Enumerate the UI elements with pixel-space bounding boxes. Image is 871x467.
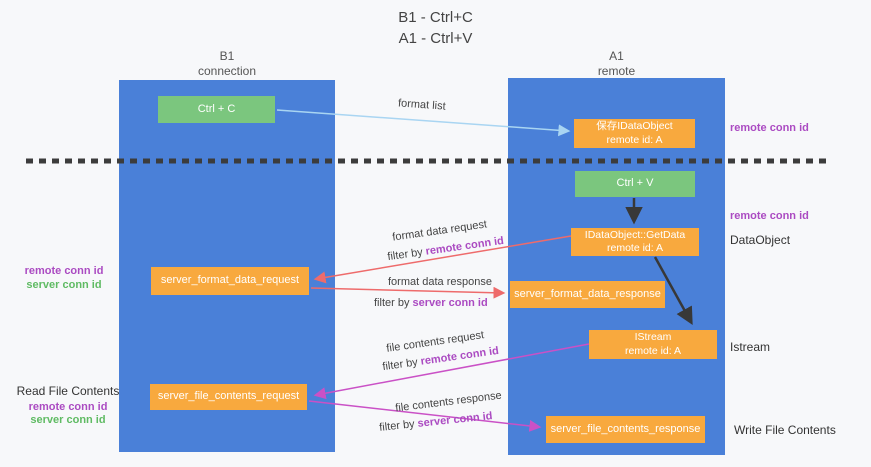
server-file-contents-request-box: server_file_contents_request xyxy=(150,384,307,410)
file-contents-request-arrow xyxy=(313,343,590,400)
lane-b1-name: B1 xyxy=(219,49,235,63)
istream-line1: IStream xyxy=(634,331,672,344)
remote-conn-id-label-mid: remote conn id xyxy=(730,210,809,222)
getdata-box: IDataObject::GetData remote id: A xyxy=(571,228,699,256)
dataobject-label: DataObject xyxy=(730,233,791,247)
format-data-response-arrow xyxy=(310,286,506,299)
getdata-line1: IDataObject::GetData xyxy=(584,228,686,241)
lane-header-b1: B1 connection xyxy=(119,49,335,79)
save-dataobject-line2: remote id: A xyxy=(606,133,663,146)
format-data-request-arrow xyxy=(313,235,572,284)
write-file-contents-label: Write File Contents xyxy=(734,423,836,437)
ctrl-v-label: Ctrl + V xyxy=(616,177,654,190)
server-conn-id-label-left2: server conn id xyxy=(30,414,106,426)
server-format-data-request-box: server_format_data_request xyxy=(151,267,309,295)
lane-a1-role: remote xyxy=(597,64,636,78)
format-data-response-label: format data response xyxy=(388,276,492,288)
lane-b1-role: connection xyxy=(197,64,257,78)
remote-conn-id-label-left2: remote conn id xyxy=(28,401,108,413)
save-dataobject-line1: 保存IDataObject xyxy=(596,120,673,133)
server-format-data-request-label: server_format_data_request xyxy=(160,274,300,287)
ctrl-c-box: Ctrl + C xyxy=(158,96,275,123)
server-file-contents-response-label: server_file_contents_response xyxy=(550,422,701,435)
format-list-arrow xyxy=(276,109,571,137)
getdata-to-istream-arrow xyxy=(653,256,693,326)
lane-header-a1: A1 remote xyxy=(508,49,725,79)
server-format-data-response-label: server_format_data_response xyxy=(514,287,661,300)
ctrl-v-box: Ctrl + V xyxy=(575,171,695,197)
server-file-contents-response-box: server_file_contents_response xyxy=(546,416,705,443)
remote-conn-id-label-left1: remote conn id xyxy=(24,265,104,277)
getdata-line2: remote id: A xyxy=(606,242,664,254)
file-contents-response-arrow xyxy=(308,400,542,432)
diagram-title: B1 - Ctrl+C A1 - Ctrl+V xyxy=(0,7,871,49)
istream-label: Istream xyxy=(730,340,771,354)
remote-conn-id-label-top: remote conn id xyxy=(730,122,809,134)
server-file-contents-request-label: server_file_contents_request xyxy=(157,390,300,403)
istream-line2: remote id: A xyxy=(624,344,682,357)
title-line-2: A1 - Ctrl+V xyxy=(398,30,473,47)
filter-by-text: filter by xyxy=(374,297,413,309)
save-dataobject-box: 保存IDataObject remote id: A xyxy=(574,119,695,148)
server-conn-id-label-left1: server conn id xyxy=(26,279,102,291)
title-line-1: B1 - Ctrl+C xyxy=(398,9,473,26)
server-format-data-response-box: server_format_data_response xyxy=(510,281,665,308)
lane-a1-name: A1 xyxy=(609,49,624,63)
ctrl-c-label: Ctrl + C xyxy=(197,102,236,115)
format-data-response-filter-label: filter by server conn id xyxy=(374,297,488,309)
server-conn-id-inline: server conn id xyxy=(412,297,488,309)
istream-box: IStream remote id: A xyxy=(589,330,717,359)
read-file-contents-label: Read File Contents xyxy=(16,384,120,398)
